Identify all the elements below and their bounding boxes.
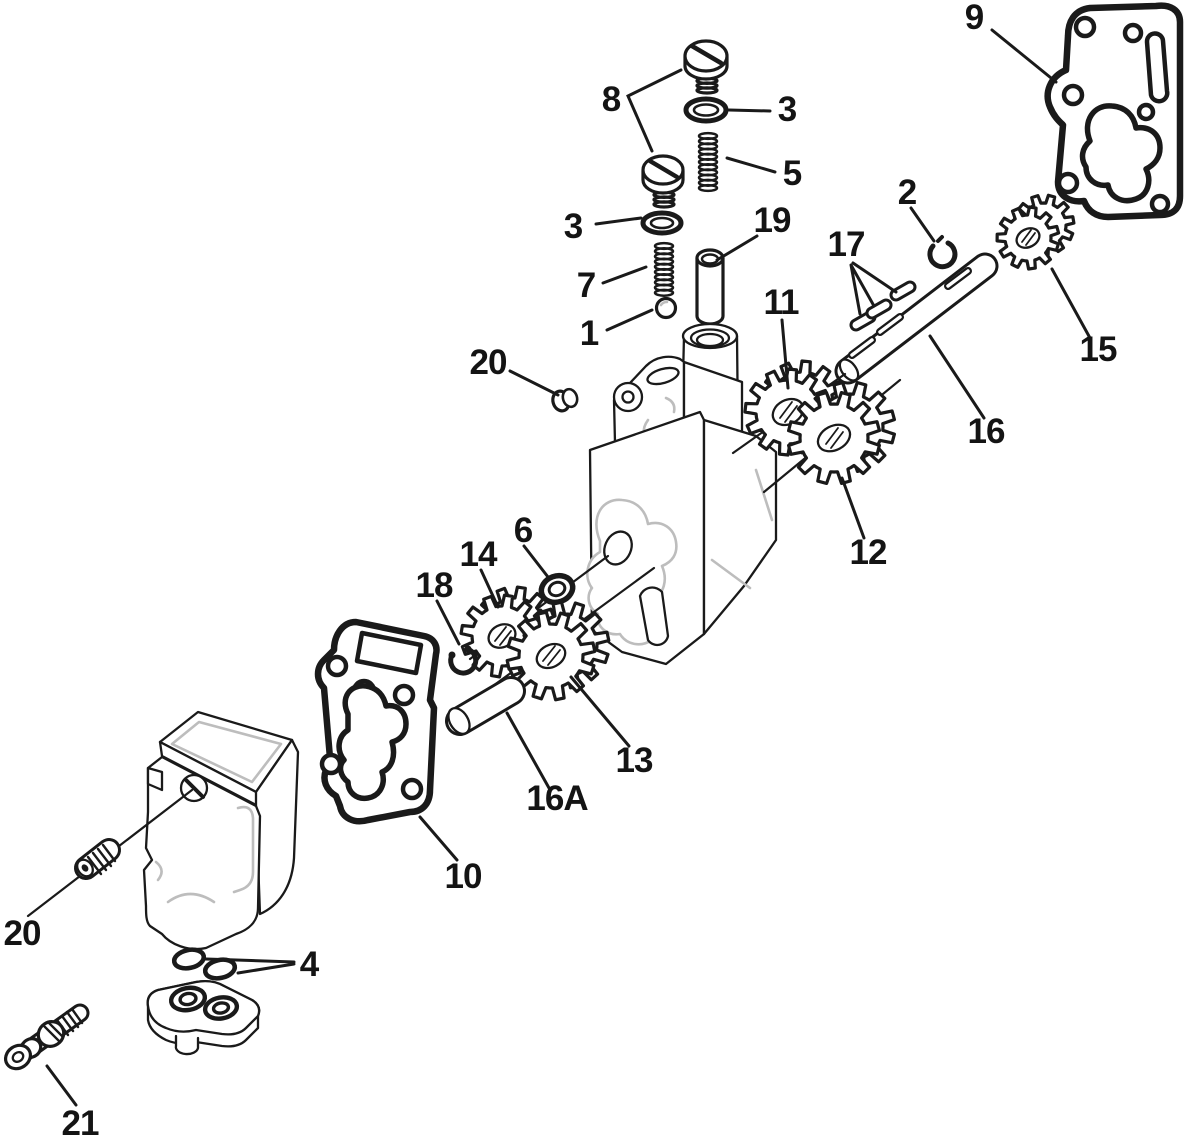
callout-12: 12 (850, 533, 887, 572)
slotted-screw-lower (641, 154, 685, 209)
pump-body (586, 322, 778, 666)
callout-20-upper: 20 (470, 343, 507, 382)
callout-15: 15 (1080, 330, 1117, 369)
body-gasket (314, 618, 440, 825)
key-3 (889, 280, 917, 302)
callout-8: 8 (602, 80, 621, 119)
seal-washers (171, 947, 238, 981)
callout-13: 13 (616, 741, 653, 780)
callout-4: 4 (300, 945, 320, 984)
hub-hatch (542, 645, 561, 666)
callout-1: 1 (580, 314, 599, 353)
body-side-boss (612, 381, 644, 413)
slotted-screw-upper (683, 39, 729, 95)
hub-hole (1015, 227, 1041, 249)
check-ball (654, 296, 678, 320)
hub-hatch (494, 626, 512, 646)
keys (849, 280, 917, 332)
bracket-tab (174, 1034, 200, 1056)
cover-body (142, 710, 300, 951)
callout-10: 10 (445, 857, 482, 896)
set-screw (74, 838, 121, 880)
leader-lines (45, 28, 1092, 1107)
hub-hatch (779, 401, 798, 423)
body-gear-pocket (586, 498, 678, 647)
hub-hatch (1021, 229, 1036, 246)
retaining-ring (927, 235, 958, 270)
callout-19: 19 (754, 201, 791, 240)
washer (538, 572, 576, 606)
o-ring-lower (640, 210, 684, 236)
callout-7: 7 (577, 266, 595, 305)
callout-labels: 9 8 3 5 3 7 19 1 2 17 11 15 16 20 12 6 1… (4, 0, 1118, 1136)
callout-21: 21 (62, 1104, 99, 1136)
body-right-face (702, 418, 778, 636)
gasket-cutout (1079, 103, 1163, 204)
callout-2: 2 (898, 173, 917, 212)
body-top-port (646, 366, 680, 386)
callout-14: 14 (460, 535, 498, 574)
snap-ring (448, 645, 479, 676)
hub-hatch (825, 427, 844, 449)
bracket-port-2 (202, 995, 240, 1021)
cover-hole-slot (184, 778, 205, 799)
screw-slot (689, 43, 724, 66)
gear-upper-right (787, 381, 896, 485)
bracket-port-1 (168, 985, 208, 1013)
idler-shaft (445, 676, 526, 736)
callout-3-upper: 3 (778, 90, 797, 129)
gasket-cutout (336, 683, 409, 802)
sleeve-pin (695, 248, 725, 326)
callout-6: 6 (514, 511, 533, 550)
hub-hole (535, 642, 567, 670)
key-1 (849, 310, 877, 332)
screw-slot (647, 158, 680, 180)
callout-16A: 16A (526, 779, 588, 818)
key-2 (865, 298, 893, 320)
thread-ticks (86, 843, 117, 876)
callout-20-lower: 20 (4, 914, 41, 953)
check-valve-fitting (3, 1003, 90, 1071)
pin-end-face (447, 706, 471, 736)
callout-18: 18 (416, 566, 453, 605)
bracket-plate (146, 979, 261, 1056)
callout-17: 17 (828, 225, 865, 264)
shaft-slots (848, 267, 972, 359)
end-cover-gasket (1044, 2, 1184, 221)
callout-5: 5 (783, 154, 802, 193)
spring-upper (697, 131, 719, 193)
callout-16: 16 (968, 412, 1005, 451)
spring-lower (653, 241, 675, 297)
o-ring-upper (683, 96, 729, 124)
gasket-slot (1144, 31, 1170, 104)
cover-notch (146, 766, 164, 792)
plug-upper (551, 387, 579, 413)
gasket-slot (354, 630, 424, 676)
callout-11: 11 (764, 283, 800, 322)
callout-9: 9 (965, 0, 984, 37)
pinion-gear (995, 193, 1076, 271)
callout-3-lower: 3 (564, 207, 583, 246)
